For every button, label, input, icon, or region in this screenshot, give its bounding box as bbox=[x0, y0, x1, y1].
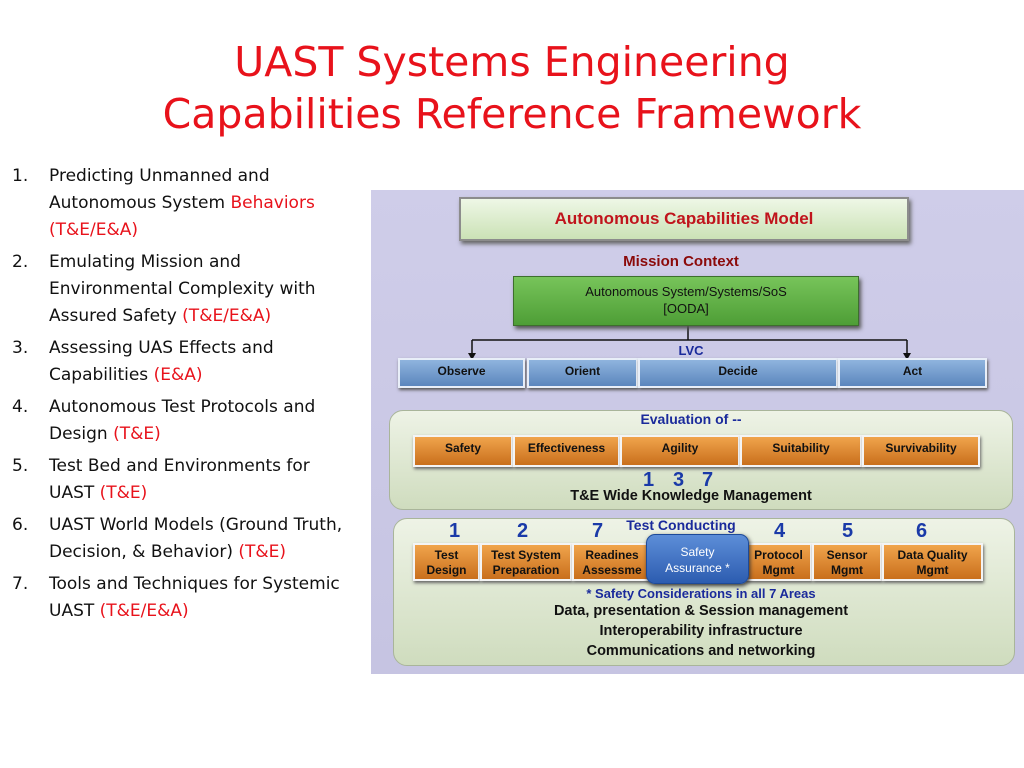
cell-line: Preparation bbox=[492, 563, 560, 577]
cell-line: Readines bbox=[585, 548, 639, 562]
test-number: 1 bbox=[449, 520, 461, 542]
list-highlight: Behaviors bbox=[230, 193, 315, 213]
cell-line: Protocol bbox=[754, 548, 803, 562]
list-item: 1. Predicting Unmanned and Autonomous Sys… bbox=[12, 163, 357, 244]
list-item: 6. UAST World Models (Ground Truth, Decis… bbox=[12, 512, 357, 566]
safety-note: * Safety Considerations in all 7 Areas bbox=[586, 586, 816, 601]
system-line1: Autonomous System/Systems/SoS bbox=[585, 284, 787, 299]
bottom-line-3: Communications and networking bbox=[586, 643, 816, 659]
list-tag: (T&E) bbox=[238, 542, 287, 562]
connector-arrows bbox=[468, 326, 911, 360]
slide-title-line2: Capabilities Reference Framework bbox=[162, 90, 862, 138]
list-tag: (T&E/E&A) bbox=[49, 220, 139, 240]
list-text: Emulating Mission and Environmental Comp… bbox=[49, 252, 316, 326]
bottom-line-2: Interoperability infrastructure bbox=[599, 623, 803, 639]
bottom-line-1: Data, presentation & Session management bbox=[553, 603, 849, 619]
framework-diagram: Autonomous Capabilities Model Mission Co… bbox=[371, 190, 1024, 674]
list-item: 5. Test Bed and Environments for UAST (T&… bbox=[12, 453, 357, 507]
list-number: 2. bbox=[12, 252, 29, 272]
list-number: 3. bbox=[12, 338, 29, 358]
safety-assurance-bubble: Safety Assurance * bbox=[646, 534, 749, 584]
bubble-line: Safety bbox=[680, 545, 715, 559]
system-line2: [OODA] bbox=[663, 301, 709, 316]
eval-number: 1 bbox=[643, 469, 655, 491]
lvc-label: LVC bbox=[678, 343, 704, 358]
list-tag: (T&E) bbox=[113, 424, 161, 444]
test-number: 4 bbox=[774, 520, 786, 542]
list-tag: (T&E) bbox=[99, 483, 148, 503]
eval-safety: Safety bbox=[413, 435, 513, 467]
list-number: 5. bbox=[12, 456, 29, 476]
cell-line: Mgmt bbox=[762, 563, 795, 577]
ooda-orient: Orient bbox=[527, 358, 638, 388]
cell-line: Sensor bbox=[826, 548, 868, 562]
cell-line: Mgmt bbox=[916, 563, 949, 577]
ooda-decide: Decide bbox=[638, 358, 838, 388]
test-number: 7 bbox=[592, 520, 604, 542]
evaluation-title: Evaluation of -- bbox=[640, 411, 742, 427]
list-item: 3. Assessing UAS Effects and Capabilities… bbox=[12, 335, 357, 389]
list-text: Assessing UAS Effects and Capabilities bbox=[49, 338, 274, 385]
list-item: 2. Emulating Mission and Environmental Co… bbox=[12, 249, 357, 330]
eval-suitability: Suitability bbox=[740, 435, 862, 467]
eval-effectiveness: Effectiveness bbox=[513, 435, 620, 467]
eval-number: 7 bbox=[702, 469, 714, 491]
test-number: 6 bbox=[916, 520, 928, 542]
list-tag: (E&A) bbox=[153, 365, 203, 385]
bubble-line: Assurance * bbox=[665, 561, 730, 575]
knowledge-mgmt-label: T&E Wide Knowledge Management bbox=[570, 488, 812, 504]
test-conducting-title: Test Conducting bbox=[626, 517, 736, 533]
cell-line: Test System bbox=[491, 548, 561, 562]
list-tag: (T&E/E&A) bbox=[182, 306, 272, 326]
eval-agility: Agility bbox=[620, 435, 740, 467]
cell-line: Data Quality bbox=[897, 548, 968, 562]
list-item: 4. Autonomous Test Protocols and Design (… bbox=[12, 394, 357, 448]
ooda-act: Act bbox=[838, 358, 987, 388]
autonomous-system-box: Autonomous System/Systems/SoS [OODA] bbox=[513, 276, 859, 326]
list-number: 4. bbox=[12, 397, 29, 417]
list-tag: (T&E/E&A) bbox=[99, 601, 189, 621]
capabilities-list: 1. Predicting Unmanned and Autonomous Sys… bbox=[12, 163, 357, 630]
list-number: 1. bbox=[12, 166, 29, 186]
list-item: 7. Tools and Techniques for Systemic UAST… bbox=[12, 571, 357, 625]
slide-title: UAST Systems Engineering Capabilities Re… bbox=[0, 36, 1024, 140]
cell-line: Mgmt bbox=[831, 563, 863, 577]
mission-context-label: Mission Context bbox=[623, 253, 739, 270]
list-number: 6. bbox=[12, 515, 29, 535]
list-text: Tools and Techniques for Systemic UAST bbox=[49, 574, 340, 621]
list-text: Predicting Unmanned and Autonomous Syste… bbox=[49, 166, 270, 213]
ooda-observe: Observe bbox=[398, 358, 525, 388]
list-text: Test Bed and Environments for UAST bbox=[49, 456, 310, 503]
list-text: UAST World Models (Ground Truth, Decisio… bbox=[49, 515, 343, 562]
cell-line: Assessme bbox=[582, 563, 642, 577]
cell-line: Test bbox=[434, 548, 459, 562]
eval-number: 3 bbox=[673, 469, 685, 491]
eval-survivability: Survivability bbox=[862, 435, 980, 467]
list-number: 7. bbox=[12, 574, 29, 594]
test-number: 2 bbox=[517, 520, 529, 542]
cell-line: Design bbox=[426, 563, 467, 577]
model-title-box: Autonomous Capabilities Model bbox=[459, 197, 909, 241]
list-text: Autonomous Test Protocols and Design bbox=[49, 397, 316, 444]
slide-title-line1: UAST Systems Engineering bbox=[234, 38, 790, 86]
test-number: 5 bbox=[842, 520, 854, 542]
